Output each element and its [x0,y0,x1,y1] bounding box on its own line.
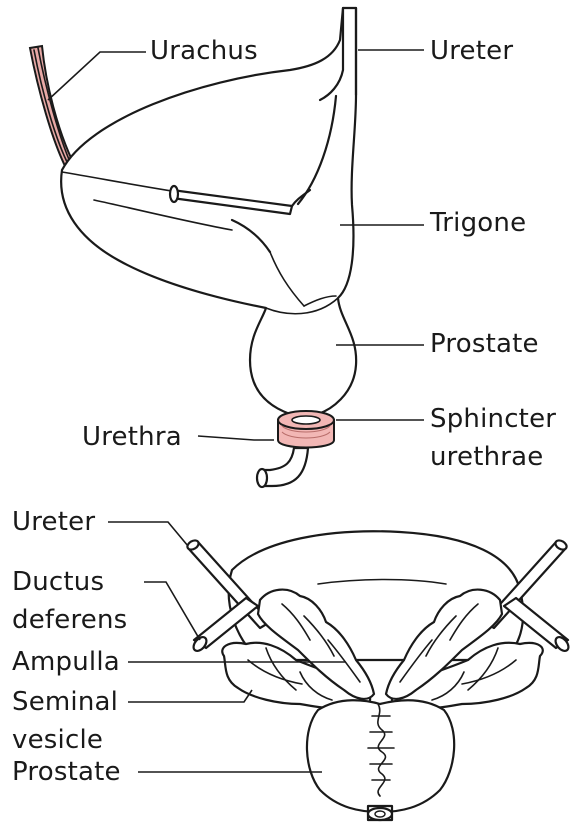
label-ductus-line2: deferens [12,605,128,635]
urethra-tube [260,446,310,488]
left-ampulla [256,588,376,700]
label-ureter-top: Ureter [430,36,514,66]
label-ureter-bottom: Ureter [12,507,96,537]
prostate-gland [305,699,456,814]
label-trigone: Trigone [430,208,527,238]
label-seminal-line2: vesicle [12,725,104,755]
sphincter-ring [277,410,335,449]
label-sphincter-line1: Sphincter [430,404,557,434]
label-seminal-line1: Seminal [12,687,119,717]
label-prostate-top: Prostate [430,329,539,359]
label-ampulla: Ampulla [12,647,120,677]
label-urachus: Urachus [150,36,258,66]
label-prostate-bottom: Prostate [12,757,121,787]
right-ampulla [384,588,504,700]
label-ductus-line1: Ductus [12,567,105,597]
label-urethra: Urethra [82,422,182,452]
label-sphincter-line2: urethrae [430,442,544,472]
